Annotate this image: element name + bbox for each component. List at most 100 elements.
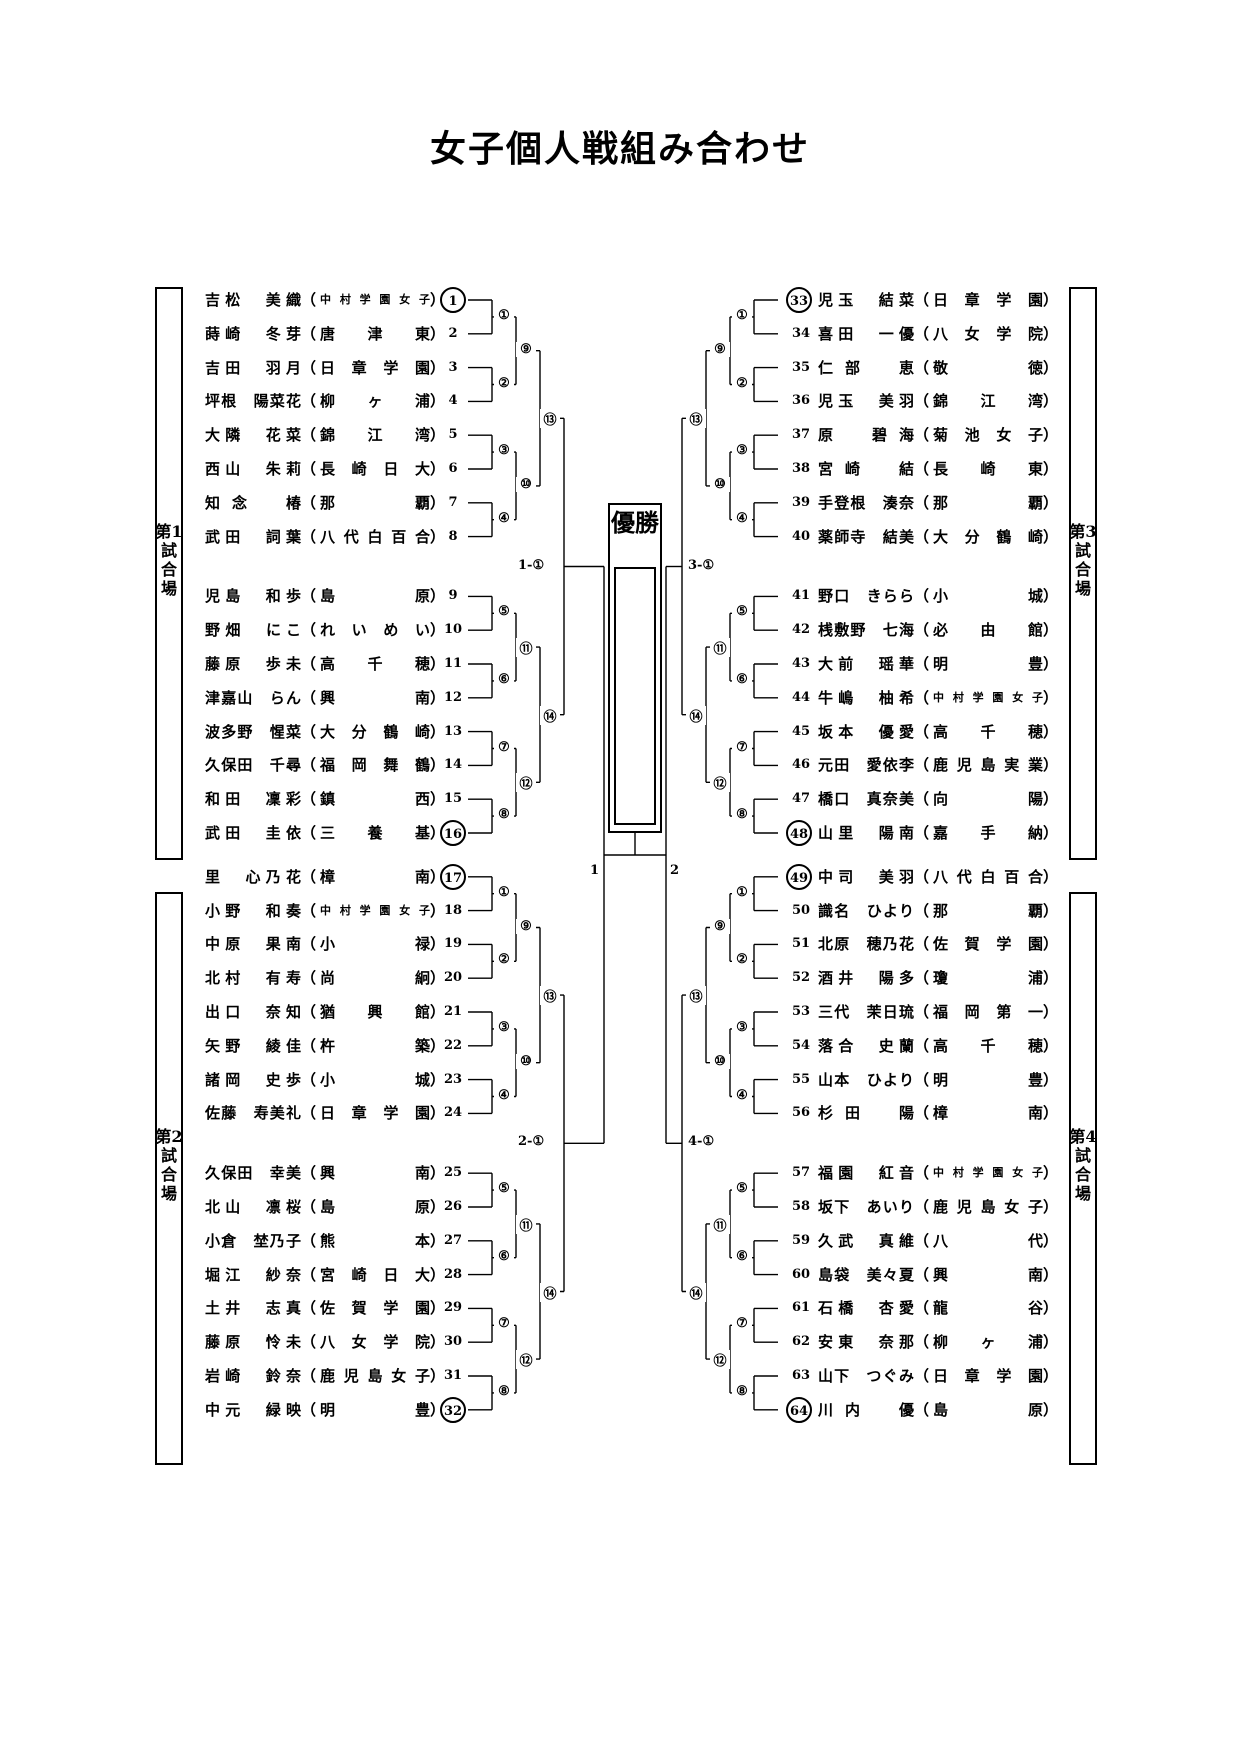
paren-close: ） [430, 460, 446, 478]
player-entry: 喜田 一優（八女学院） [818, 323, 1058, 345]
player-name: 三代 茉日琉 [818, 1003, 914, 1021]
paren-open: （ [301, 655, 317, 673]
paren-open: （ [914, 1198, 930, 1216]
player-name: 児玉 結菜 [818, 291, 914, 309]
paren-open: （ [914, 291, 930, 309]
player-name: 坪根 陽菜花 [205, 392, 301, 411]
match-label: ⑨ [516, 918, 536, 934]
player-entry: 三代 茉日琉（福岡第一） [818, 1001, 1058, 1023]
player-school: 八女学院 [320, 1333, 431, 1352]
player-number: 64 [786, 1396, 812, 1423]
paren-open: （ [914, 527, 930, 546]
match-label: ⑩ [516, 1053, 536, 1069]
paren-open: （ [914, 824, 930, 842]
player-number: 25 [443, 1165, 463, 1181]
paren-open: （ [914, 392, 930, 411]
player-school: 鹿児島女子 [320, 1367, 431, 1385]
paren-open: （ [301, 867, 317, 886]
paren-close: ） [430, 790, 446, 809]
player-school: 八代 [933, 1231, 1044, 1250]
player-name: 安東 奈那 [818, 1333, 914, 1352]
paren-open: （ [301, 935, 317, 954]
paren-close: ） [1043, 587, 1059, 606]
player-name: 島袋 美々夏 [818, 1265, 914, 1284]
player-school: 鎮西 [320, 790, 431, 809]
player-number: 38 [791, 461, 811, 476]
player-entry: 藤原 怜未（八女学院） [205, 1331, 445, 1353]
player-name: 藤原 怜未 [205, 1333, 301, 1352]
match-label: ⑧ [732, 807, 752, 823]
player-school: 樟南 [933, 1104, 1044, 1123]
player-entry: 中元 緑映（明豊） [205, 1399, 445, 1421]
final-label: 2 [670, 863, 680, 878]
match-label: ⑤ [732, 1181, 752, 1197]
player-entry: 元田 愛依李（鹿児島実業） [818, 754, 1058, 776]
player-name: 川内 優 [818, 1400, 914, 1419]
paren-close: ） [430, 1003, 446, 1021]
player-number: 18 [443, 902, 463, 918]
match-label: ⑥ [732, 671, 752, 687]
paren-close: ） [430, 901, 446, 920]
player-name: 武田 詞葉 [205, 527, 301, 546]
player-school: 高千穂 [933, 1036, 1044, 1055]
player-name: 牛嶋 柚希 [818, 688, 914, 707]
player-number: 12 [443, 689, 463, 705]
match-label: ⑨ [516, 341, 536, 357]
player-school: 那覇 [933, 493, 1044, 512]
player-entry: 西山 朱莉（長崎日大） [205, 458, 445, 480]
match-label: ⑭ [686, 1282, 706, 1302]
venue-box [155, 287, 183, 860]
player-entry: 野口 きらら（小城） [818, 585, 1058, 607]
player-entry: 山里 陽南（嘉手納） [818, 822, 1058, 844]
player-school: 杵築 [320, 1036, 431, 1055]
player-name: 坂下 あいり [818, 1198, 914, 1216]
player-name: 久保田 千尋 [205, 756, 301, 775]
match-label: ⑨ [710, 918, 730, 934]
player-school: 島原 [320, 1198, 431, 1216]
player-school: 明豊 [320, 1400, 431, 1419]
player-entry: 福園 紅音（中村学園女子） [818, 1162, 1058, 1184]
venue-label: 第4試合場 [1069, 1127, 1097, 1203]
player-school: 小城 [320, 1070, 431, 1089]
player-entry: 津嘉山 らん（興南） [205, 687, 445, 709]
venue-box [1069, 287, 1097, 860]
player-number: 51 [791, 936, 811, 952]
player-number: 45 [791, 723, 811, 739]
player-school: 大分鶴崎 [933, 527, 1044, 546]
champion-box: 優勝 [608, 503, 662, 833]
player-name: 大隣 花菜 [205, 426, 301, 445]
match-label: ⑭ [540, 705, 560, 725]
paren-close: ） [1043, 1333, 1059, 1352]
player-entry: 山本 ひより（明豊） [818, 1069, 1058, 1091]
player-entry: 吉松 美織（中村学園女子） [205, 289, 445, 311]
player-school: 八代白百合 [933, 867, 1044, 886]
player-entry: 里 心乃花（樟南） [205, 866, 445, 888]
match-label: ⑥ [732, 1248, 752, 1264]
player-number: 26 [443, 1199, 463, 1214]
player-school: 小禄 [320, 935, 431, 954]
player-name: 手登根 湊奈 [818, 493, 914, 512]
player-name: 西山 朱莉 [205, 460, 301, 478]
paren-close: ） [1043, 358, 1059, 377]
player-entry: 堀江 紗奈（宮崎日大） [205, 1264, 445, 1286]
match-label: ① [732, 307, 752, 323]
paren-close: ） [430, 1367, 446, 1385]
player-name: 児玉 美羽 [818, 392, 914, 411]
player-number: 47 [791, 791, 811, 807]
paren-close: ） [1043, 790, 1059, 809]
block-final-label: 3-① [688, 557, 715, 573]
match-label: ③ [494, 1019, 514, 1035]
paren-close: ） [430, 358, 446, 377]
paren-open: （ [914, 688, 930, 707]
match-label: ⑭ [686, 705, 706, 725]
player-number: 35 [791, 359, 811, 375]
player-name: 原 碧海 [818, 426, 914, 445]
paren-close: ） [430, 1070, 446, 1089]
player-school: 嘉手納 [933, 824, 1044, 842]
player-entry: 宮崎 結（長崎東） [818, 458, 1058, 480]
player-entry: 落合 史蘭（高千穂） [818, 1035, 1058, 1057]
paren-close: ） [1043, 493, 1059, 512]
match-label: ⑪ [516, 1214, 536, 1234]
player-name: 吉松 美織 [205, 291, 301, 309]
paren-open: （ [301, 756, 317, 775]
